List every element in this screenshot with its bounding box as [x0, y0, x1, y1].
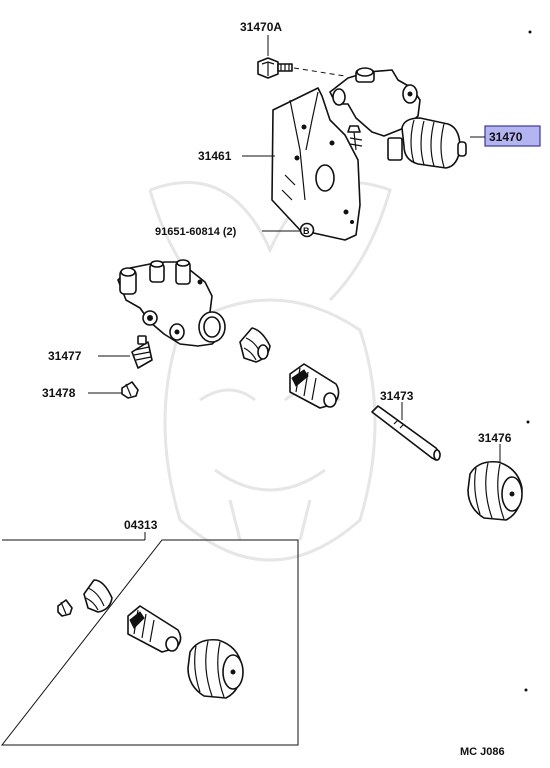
- stray-mark: [528, 30, 532, 34]
- stray-mark: [524, 688, 528, 692]
- part-piston[interactable]: [289, 363, 340, 409]
- kit-boot-large[interactable]: [187, 638, 244, 699]
- diagram-code: MC J086: [460, 746, 505, 758]
- label-31470A[interactable]: 31470A: [240, 20, 282, 34]
- part-31476-boot[interactable]: [467, 460, 523, 521]
- part-31461-bracket[interactable]: [271, 87, 361, 241]
- label-31461[interactable]: 31461: [198, 149, 232, 163]
- stray-mark: [526, 420, 530, 424]
- label-31477[interactable]: 31477: [48, 349, 82, 363]
- part-31478-cap[interactable]: [121, 381, 139, 399]
- watermark-emblem: [148, 181, 392, 562]
- part-31477-bleeder-plug[interactable]: [131, 335, 153, 369]
- kit-piston[interactable]: [127, 605, 182, 653]
- part-31473-push-rod[interactable]: [371, 405, 441, 461]
- kit-boot-small[interactable]: [83, 579, 113, 613]
- label-31470[interactable]: 31470: [489, 130, 523, 144]
- part-31470-release-cylinder[interactable]: [329, 67, 467, 169]
- kit-04313-box: [0, 539, 299, 746]
- dashed-leader-bolt: [293, 67, 346, 77]
- part-cylinder-housing[interactable]: [117, 259, 226, 347]
- label-31473[interactable]: 31473: [380, 389, 414, 403]
- part-31470A-bolt[interactable]: [257, 57, 293, 79]
- label-31478[interactable]: 31478: [42, 386, 76, 400]
- label-31470-highlight[interactable]: [484, 125, 541, 147]
- label-31476[interactable]: 31476: [478, 431, 512, 445]
- label-04313[interactable]: 04313: [124, 518, 158, 532]
- bolt-letter-b: B: [303, 226, 310, 236]
- part-91651-bolt[interactable]: [299, 222, 315, 238]
- label-91651[interactable]: 91651-60814 (2): [155, 226, 237, 238]
- part-boot-small[interactable]: [239, 327, 271, 363]
- kit-cap[interactable]: [57, 599, 73, 617]
